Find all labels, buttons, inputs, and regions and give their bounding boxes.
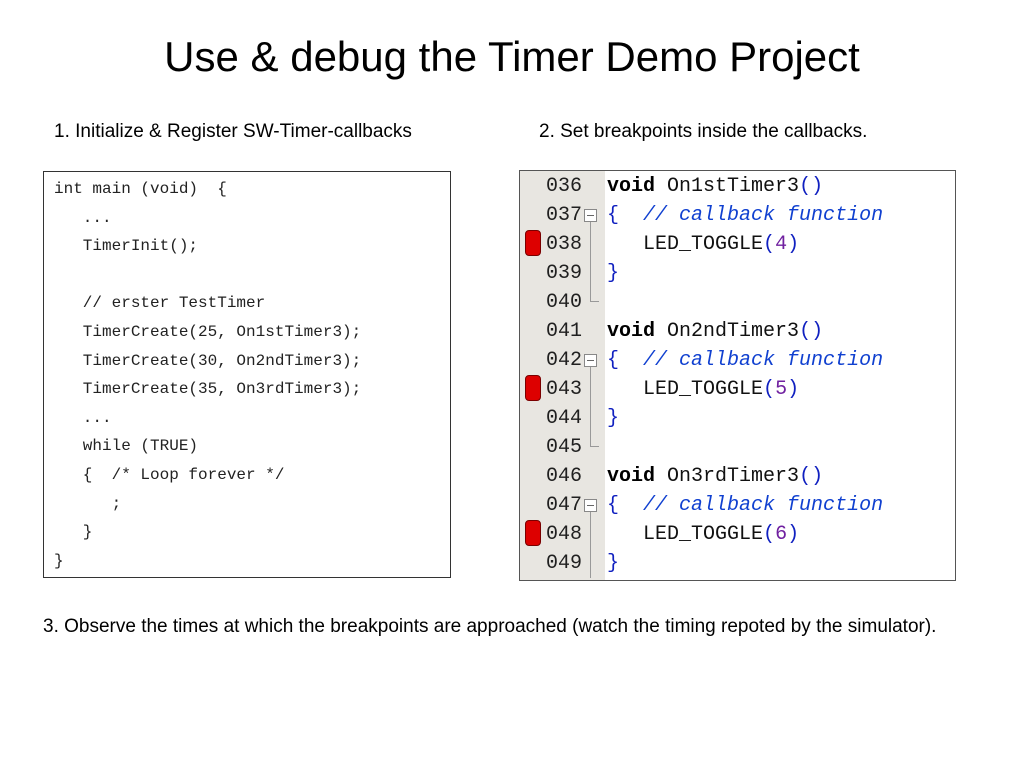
led-toggle-call: LED_TOGGLE(4)	[643, 233, 800, 256]
code-line: TimerCreate(30, On2ndTimer3);	[54, 352, 362, 370]
code-line: while (TRUE)	[54, 437, 199, 455]
code-line: TimerInit();	[54, 237, 199, 255]
code-line: // erster TestTimer	[54, 294, 266, 312]
close-brace-line: }	[607, 552, 620, 575]
open-brace-line: { // callback function	[607, 494, 884, 517]
code-line: TimerCreate(35, On3rdTimer3);	[54, 380, 362, 398]
main-code-listing: int main (void) { ... TimerInit(); // er…	[43, 171, 451, 578]
code-line: TimerCreate(25, On1stTimer3);	[54, 323, 362, 341]
line-number: 044	[546, 407, 583, 430]
function-declaration: void On1stTimer3()	[607, 175, 824, 198]
close-brace-line: }	[607, 407, 620, 430]
breakpoint-marker[interactable]	[525, 375, 541, 401]
fold-guide	[590, 222, 591, 301]
code-line: ;	[54, 495, 122, 513]
code-editor-screenshot: 036 037 038 039 040 041 042 043 044 045 …	[519, 170, 956, 581]
line-number: 047	[546, 494, 583, 517]
slide-title: Use & debug the Timer Demo Project	[164, 33, 860, 80]
step-2-text: 2. Set breakpoints inside the callbacks.	[539, 121, 868, 142]
close-brace-line: }	[607, 262, 620, 285]
code-line: { /* Loop forever */	[54, 466, 285, 484]
code-line: }	[54, 552, 64, 570]
step-1-text: 1. Initialize & Register SW-Timer-callba…	[54, 121, 412, 142]
line-number: 045	[546, 436, 583, 459]
collapse-icon[interactable]	[584, 209, 597, 222]
fold-guide	[590, 367, 591, 446]
line-number: 049	[546, 552, 583, 575]
line-number: 042	[546, 349, 583, 372]
breakpoint-marker[interactable]	[525, 520, 541, 546]
collapse-icon[interactable]	[584, 354, 597, 367]
code-line: }	[54, 523, 93, 541]
breakpoint-marker[interactable]	[525, 230, 541, 256]
code-line: ...	[54, 209, 112, 227]
line-number: 036	[546, 175, 583, 198]
led-toggle-call: LED_TOGGLE(5)	[643, 378, 800, 401]
fold-guide-end	[590, 446, 599, 447]
line-number: 048	[546, 523, 583, 546]
open-brace-line: { // callback function	[607, 204, 884, 227]
function-declaration: void On2ndTimer3()	[607, 320, 824, 343]
line-number: 043	[546, 378, 583, 401]
line-number: 046	[546, 465, 583, 488]
code-line: ...	[54, 409, 112, 427]
line-number: 040	[546, 291, 583, 314]
line-number: 038	[546, 233, 583, 256]
step-3-text: 3. Observe the times at which the breakp…	[43, 616, 937, 637]
line-number: 041	[546, 320, 583, 343]
code-line: int main (void) {	[54, 180, 227, 198]
fold-guide	[590, 512, 591, 578]
collapse-icon[interactable]	[584, 499, 597, 512]
led-toggle-call: LED_TOGGLE(6)	[643, 523, 800, 546]
function-declaration: void On3rdTimer3()	[607, 465, 824, 488]
open-brace-line: { // callback function	[607, 349, 884, 372]
line-number: 037	[546, 204, 583, 227]
fold-guide-end	[590, 301, 599, 302]
line-number: 039	[546, 262, 583, 285]
